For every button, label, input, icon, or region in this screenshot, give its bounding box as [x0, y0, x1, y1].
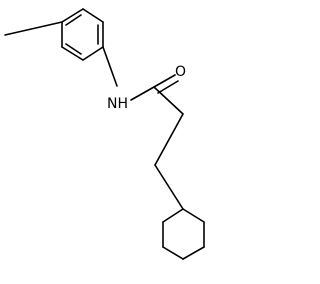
aryl-nitrogen-bond: [102, 46, 118, 87]
bond: [82, 46, 104, 61]
aromatic-double-bond: [65, 14, 82, 26]
bond: [162, 208, 184, 223]
amide-nitrogen-label: NH: [107, 96, 128, 112]
bond: [82, 8, 104, 23]
methyl-bond: [4, 21, 63, 36]
amide-bond: [130, 86, 155, 101]
bond: [162, 246, 184, 260]
toluidine-ring: [61, 8, 104, 61]
bond: [61, 8, 84, 23]
bond: [182, 208, 205, 223]
alpha-carbon-bond: [153, 86, 184, 115]
carbonyl-oxygen-label: O: [175, 64, 186, 80]
carbonyl-double-bond: [153, 74, 176, 88]
aromatic-double-bond: [65, 43, 82, 55]
cyclohexyl-bond: [154, 164, 184, 210]
carbonyl-double-bond: [157, 80, 179, 94]
beta-carbon-bond: [154, 113, 184, 166]
bond: [182, 246, 205, 260]
structure-canvas: NH O: [4, 8, 205, 260]
bond: [61, 46, 84, 61]
molecule-drawing: NH O: [4, 8, 205, 260]
cyclohexane-ring: [162, 208, 205, 260]
